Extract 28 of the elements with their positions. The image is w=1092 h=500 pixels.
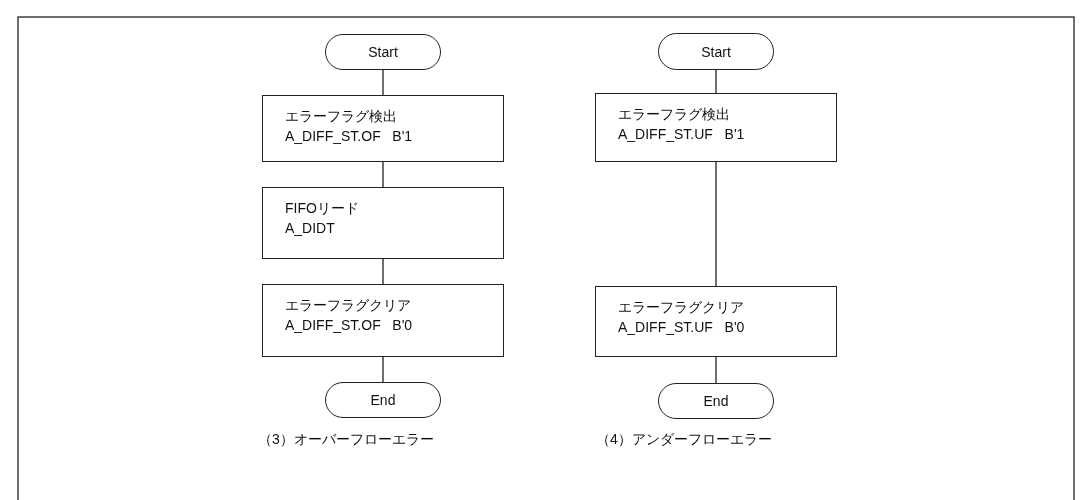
register-setting: A_DIFF_ST.OF B'1 (285, 127, 414, 146)
step-title: エラーフラグ検出 (618, 105, 731, 124)
terminal-pill: End (325, 382, 441, 418)
step-title: エラーフラグクリア (618, 298, 745, 317)
process-box (595, 286, 837, 357)
step-title: エラーフラグ検出 (285, 107, 398, 126)
step-title: FIFOリード (285, 199, 360, 218)
connector-line (382, 356, 384, 383)
step-title: エラーフラグクリア (285, 296, 412, 315)
connector-line (715, 356, 717, 384)
connector-line (715, 69, 717, 94)
terminal-pill: End (658, 383, 774, 419)
terminal-pill: Start (658, 33, 774, 70)
register-setting: A_DIFF_ST.OF B'0 (285, 316, 414, 335)
flowchart-caption: （4）アンダーフローエラー (596, 431, 772, 449)
register-setting: A_DIFF_ST.UF B'1 (618, 125, 746, 144)
connector-line (382, 258, 384, 285)
flowchart-caption: （3）オーバーフローエラー (258, 431, 434, 449)
connector-line (382, 69, 384, 96)
process-box (262, 187, 504, 259)
register-setting: A_DIDT (285, 219, 336, 238)
register-setting: A_DIFF_ST.UF B'0 (618, 318, 746, 337)
connector-line (382, 161, 384, 188)
process-box (595, 93, 837, 162)
process-box (262, 95, 504, 162)
terminal-pill: Start (325, 34, 441, 70)
connector-line (715, 161, 717, 287)
process-box (262, 284, 504, 357)
